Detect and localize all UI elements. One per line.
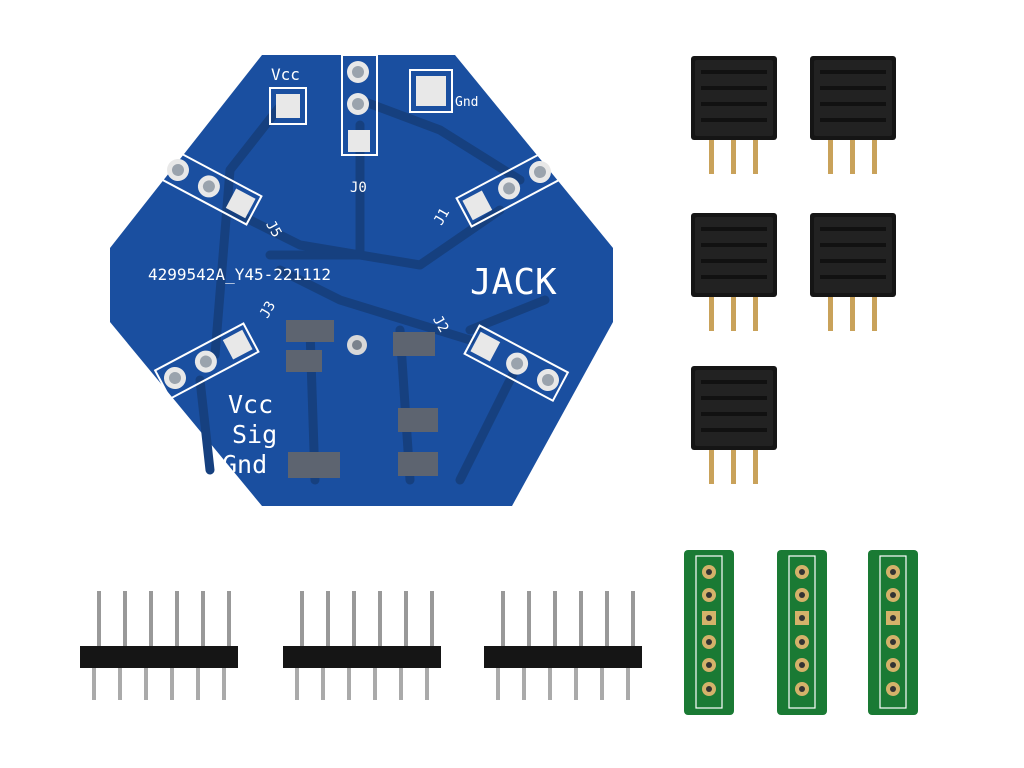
pcb-j1-label: J1 xyxy=(431,206,453,229)
female-header xyxy=(810,56,896,174)
female-header xyxy=(810,213,896,331)
breakout-board xyxy=(683,549,735,716)
breakout-board xyxy=(776,549,828,716)
pcb-legend-sig: Sig xyxy=(232,420,277,449)
pcb-vcc-top-label: Vcc xyxy=(271,65,300,84)
pcb-gnd-top-label: Gnd xyxy=(455,95,478,110)
pcb-legend-gnd: Gnd xyxy=(222,450,267,479)
pcb-j2-label: J2 xyxy=(429,313,451,336)
pcb-j0-label: J0 xyxy=(350,180,367,196)
female-header xyxy=(691,56,777,174)
pcb-j3-label: J3 xyxy=(257,299,279,322)
pcb-title-jack: JACK xyxy=(470,262,557,303)
pcb-j5-label: J5 xyxy=(262,218,284,241)
female-header xyxy=(691,366,777,484)
male-pin-header xyxy=(283,591,441,700)
breakout-board xyxy=(867,549,919,716)
female-header xyxy=(691,213,777,331)
pcb-serial-number: 4299542A_Y45-221112 xyxy=(148,265,331,284)
hexagon-pcb: Vcc Gnd J0 J1 J2 J3 J5 4299542A_Y45-2211… xyxy=(110,54,613,506)
male-pin-header xyxy=(484,591,642,700)
male-pin-header xyxy=(80,591,238,700)
pcb-legend-vcc: Vcc xyxy=(228,390,273,419)
